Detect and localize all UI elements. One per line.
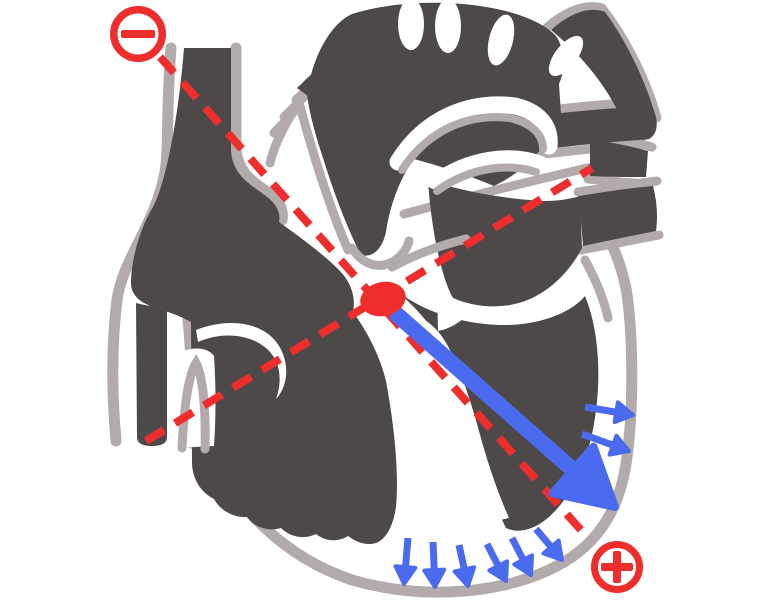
positive-terminal-icon <box>591 541 643 593</box>
tricuspid-crescent <box>196 323 287 399</box>
svc-right-wall <box>230 42 288 226</box>
septum-white-band <box>387 308 509 530</box>
right-pulmonary-vein-upper <box>590 139 648 177</box>
spread-arrow <box>483 542 510 583</box>
spread-arrow <box>580 430 631 457</box>
arch-branch-notch-3 <box>487 14 515 66</box>
origin-dot <box>360 281 406 317</box>
right-pulmonary-vein-lower <box>579 186 657 246</box>
aorta-descending-rail <box>536 2 662 123</box>
spread-arrow <box>452 544 477 588</box>
right-wall-upper <box>580 255 613 323</box>
ivc-stub <box>136 303 167 446</box>
spread-arrow <box>508 536 535 577</box>
arch-branch-notch-1 <box>398 0 424 50</box>
heart-outer-wall <box>199 221 638 598</box>
left-atrium-mass <box>428 180 582 307</box>
trunk-curl-gray-2 <box>433 163 540 195</box>
left-atrium-top-rail <box>399 161 601 219</box>
trunk-curl-gray-1 <box>398 113 547 174</box>
spread-arrow <box>422 541 447 589</box>
heart-illustration <box>107 0 664 598</box>
negative-terminal-icon <box>110 6 166 62</box>
right-vein-rail-3 <box>573 176 662 197</box>
spread-arrow <box>533 526 564 562</box>
arch-branch-notch-2 <box>435 0 461 53</box>
trunk-curl-white-1 <box>389 96 558 171</box>
arch-branch-notch-4 <box>548 35 584 77</box>
av-node-curl <box>347 236 414 270</box>
mitral-notch <box>437 284 473 331</box>
cardiac-axis-arrow <box>388 306 619 511</box>
axis-annotations <box>110 6 643 593</box>
positive-terminal-icon-bar-v <box>613 551 621 583</box>
spread-arrow <box>584 400 635 425</box>
negative-terminal-icon-bar-h <box>121 30 155 38</box>
trunk-curl-white-2 <box>427 150 548 189</box>
axis-transverse <box>143 164 595 445</box>
atrium-channel-rail <box>295 101 353 255</box>
pa-rung-4 <box>269 108 298 138</box>
spread-arrow <box>393 537 418 586</box>
aortic-root-rail <box>387 234 471 272</box>
right-vein-rail-4 <box>576 230 664 255</box>
pa-ladder-patch <box>297 71 331 99</box>
